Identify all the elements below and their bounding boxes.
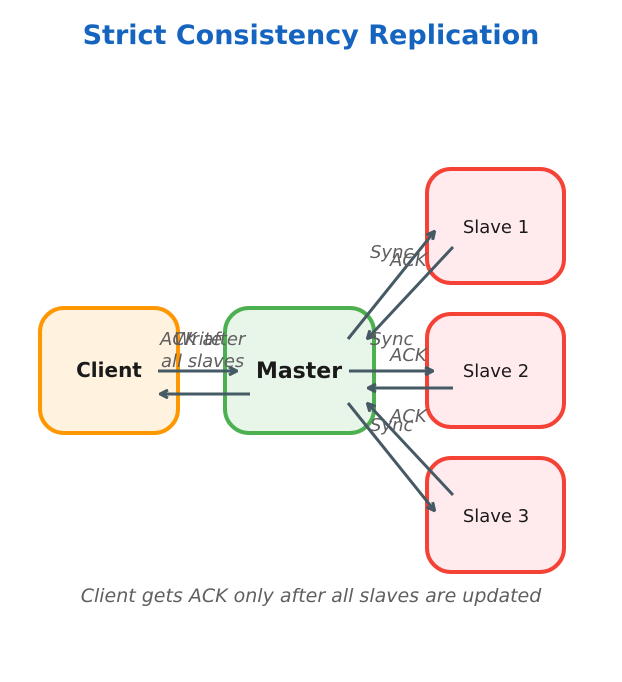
ack-after-label-line-1: ACK after xyxy=(159,329,247,350)
slave-2-label: Slave 2 xyxy=(463,361,529,382)
sync-slave-2-label: Sync xyxy=(370,329,413,350)
sync-slave-1-arrow xyxy=(346,232,434,340)
ack-slave-3-label: ACK xyxy=(389,406,428,427)
sync-slave-1-label: Sync xyxy=(370,242,413,263)
diagram-title: Strict Consistency Replication xyxy=(83,20,540,51)
ack-slave-2-label: ACK xyxy=(389,345,428,366)
sync-slave-3-arrow xyxy=(346,402,434,510)
sync-slave-3-label: Sync xyxy=(370,415,413,436)
slave-3-node xyxy=(425,456,566,574)
ack-after-label-line-2: all slaves xyxy=(161,351,244,372)
slave-1-label: Slave 1 xyxy=(463,217,529,238)
ack-slave-3-arrow xyxy=(368,404,455,497)
write-label: Write xyxy=(174,329,222,350)
client-label: Client xyxy=(76,358,142,382)
master-label: Master xyxy=(256,359,342,384)
ack-slave-1-arrow xyxy=(368,245,455,338)
slave-3-label: Slave 3 xyxy=(463,506,529,527)
slave-1-node xyxy=(425,167,566,285)
diagram-caption: Client gets ACK only after all slaves ar… xyxy=(81,585,543,607)
ack-slave-1-label: ACK xyxy=(389,250,428,271)
